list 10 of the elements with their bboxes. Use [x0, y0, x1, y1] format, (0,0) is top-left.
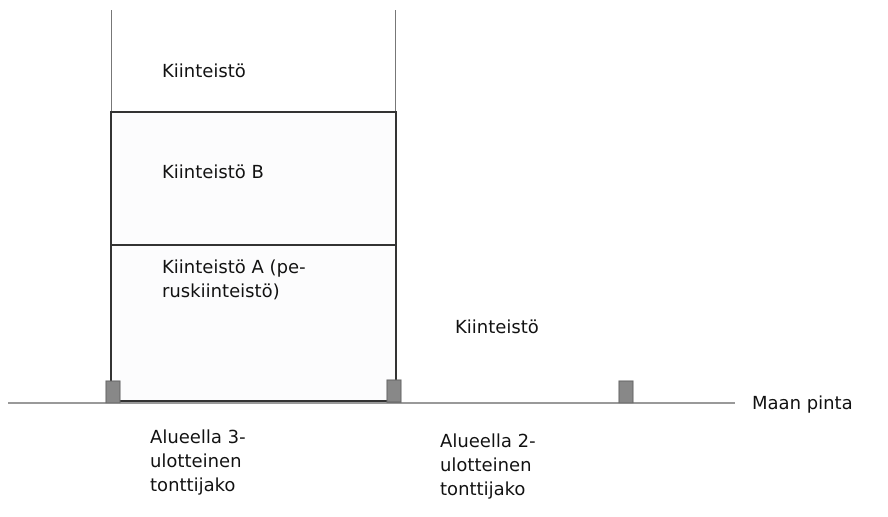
property-band — [111, 10, 396, 113]
ground-surface-label: Maan pinta — [752, 392, 854, 416]
property-label: Kiinteistö B — [162, 161, 265, 185]
property-label: Kiinteistö — [455, 316, 540, 340]
area-note: Alueella 3- ulotteinen tonttijako — [150, 426, 247, 498]
property-box — [110, 111, 397, 246]
property-label: Kiinteistö — [162, 60, 247, 84]
property-label: Kiinteistö A (pe- ruskiinteistö) — [162, 256, 307, 304]
property-box — [110, 244, 397, 402]
area-note: Alueella 2- ulotteinen tonttijako — [440, 430, 537, 502]
